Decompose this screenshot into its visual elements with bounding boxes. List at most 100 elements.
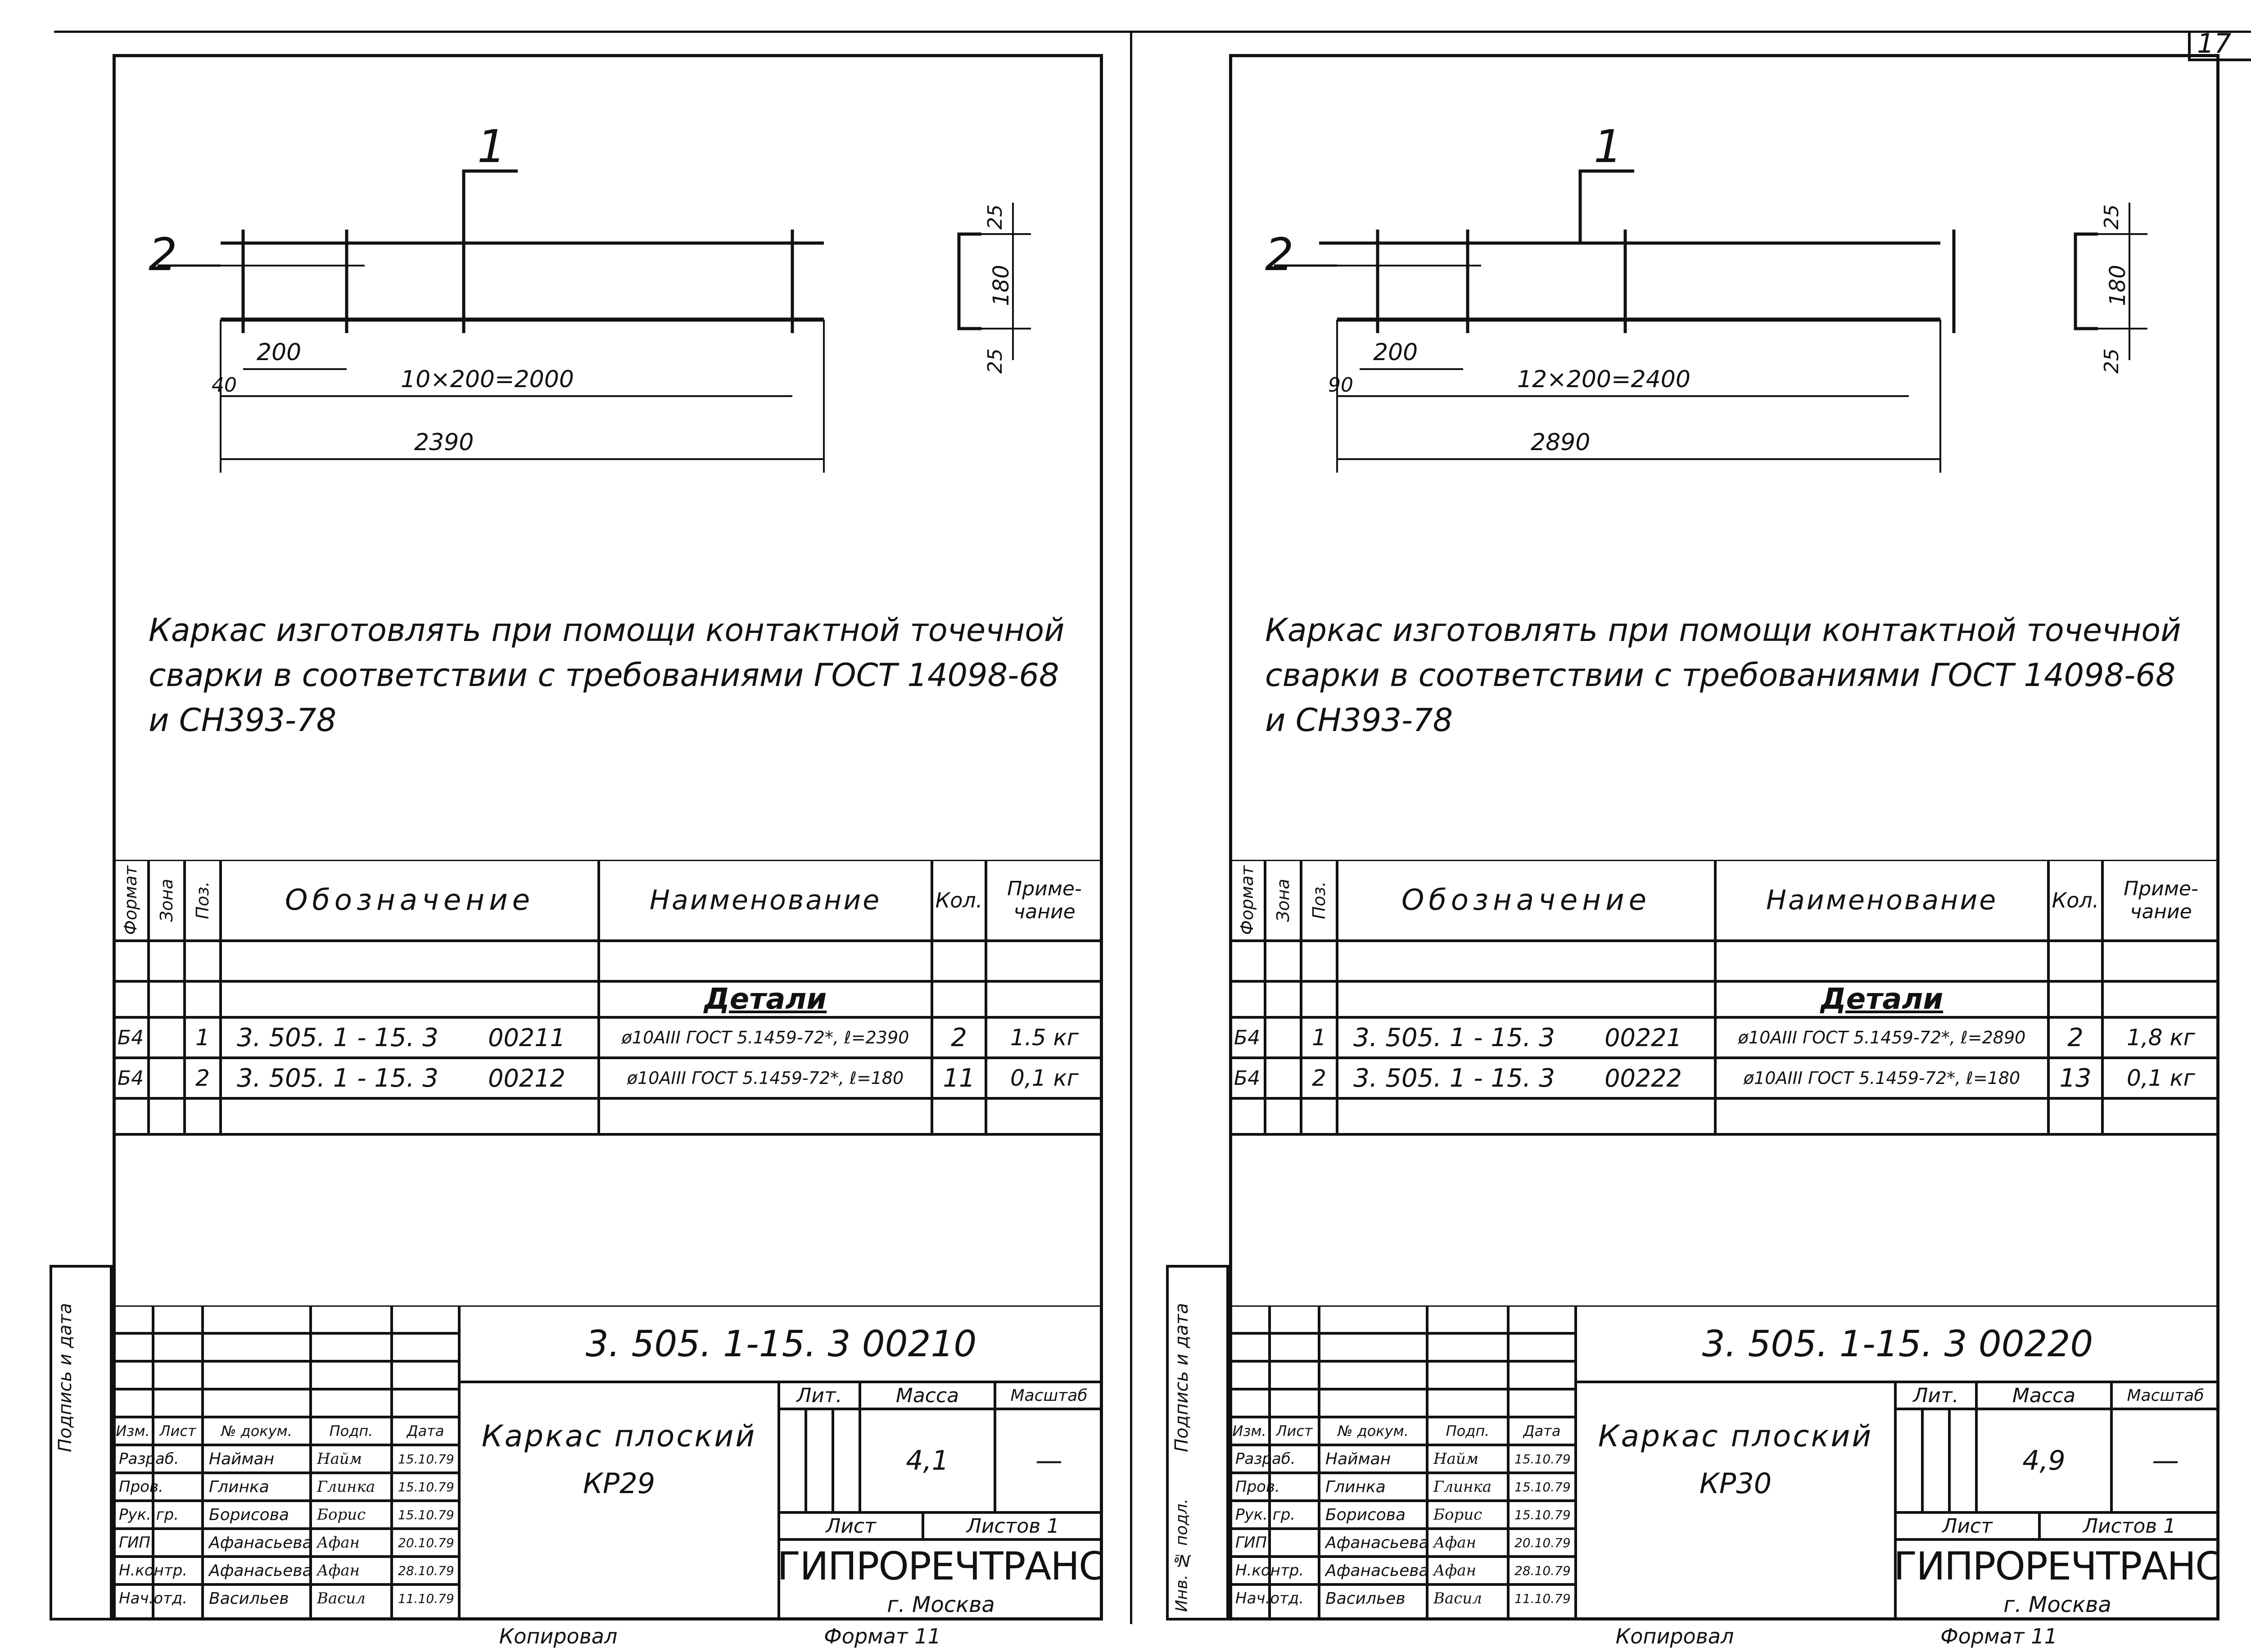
- drawing-title: Каркас плоский: [1598, 1418, 1873, 1453]
- role-date: 15.10.79: [398, 1479, 454, 1494]
- organization-city: г. Москва: [887, 1592, 995, 1617]
- role-label: Рук. гр.: [1235, 1506, 1296, 1524]
- col-header-name: Наименование: [1766, 885, 1998, 916]
- role-date: 15.10.79: [1514, 1479, 1571, 1494]
- organization-name: ГИПРОРЕЧТРАНС: [1895, 1544, 2219, 1589]
- spec-cell-designation: 3. 505. 1 - 15. 3: [237, 1063, 438, 1093]
- role-person-name: Борисова: [1325, 1505, 1406, 1524]
- title-block-col-header: Лист: [1276, 1422, 1313, 1440]
- role-label: ГИП: [1235, 1534, 1267, 1552]
- title-block-grid: [1229, 1305, 2219, 1620]
- title-block-col-header: Изм.: [116, 1422, 150, 1440]
- lit-label: Лит.: [796, 1384, 842, 1407]
- role-signature: Афан: [317, 1534, 360, 1552]
- title-block-col-header: Дата: [407, 1422, 444, 1440]
- spec-section-title: Детали: [704, 983, 827, 1016]
- title-block-col-header: № докум.: [1338, 1422, 1409, 1440]
- title-block-col-header: № докум.: [221, 1422, 292, 1440]
- spec-cell-designation: 3. 505. 1 - 15. 3: [1353, 1023, 1555, 1052]
- spec-cell-pos: 2: [195, 1065, 210, 1091]
- role-person-name: Афанасьева И.: [1325, 1533, 1427, 1552]
- role-signature: Борис: [317, 1506, 366, 1524]
- side-stamp-label: Подпись и дата: [55, 1303, 76, 1452]
- spec-cell-format: Б4: [117, 1066, 144, 1090]
- format-label: Формат 11: [824, 1624, 941, 1648]
- spec-cell-name: ø10AIII ГОСТ 5.1459-72*, ℓ=2890: [1738, 1028, 2026, 1047]
- copied-by-label: Копировал: [1615, 1624, 1734, 1648]
- role-signature: Афан: [317, 1562, 360, 1580]
- role-label: Рук. гр.: [119, 1506, 179, 1524]
- scale-label: Масштаб: [1010, 1386, 1088, 1405]
- role-person-name: Глинка: [1325, 1477, 1386, 1496]
- cage-drawing: 1 2 200 40 10×200=2000 2390 25 180 25: [149, 120, 1031, 473]
- sheet-frame: [113, 54, 1103, 1620]
- role-date: 28.10.79: [1514, 1563, 1571, 1578]
- spec-cell-name: ø10AIII ГОСТ 5.1459-72*, ℓ=180: [627, 1068, 904, 1088]
- role-label: Нач.отд.: [1235, 1589, 1304, 1607]
- spec-section-title: Детали: [1820, 983, 1944, 1016]
- section-stirrup: [957, 232, 981, 330]
- role-signature: Глинка: [1433, 1478, 1492, 1496]
- title-block-col-header: Изм.: [1232, 1422, 1266, 1440]
- spec-cell-name: ø10AIII ГОСТ 5.1459-72*, ℓ=2390: [621, 1028, 909, 1047]
- note-line-2: сварки в соответствии с требованиями ГОС…: [1265, 657, 2176, 739]
- dim-section-top: 25: [984, 204, 1007, 230]
- role-label: Пров.: [1235, 1478, 1280, 1496]
- role-person-name: Борисова: [209, 1505, 289, 1524]
- role-person-name: Глинка: [209, 1477, 269, 1496]
- organization-name: ГИПРОРЕЧТРАНС: [779, 1544, 1103, 1589]
- spec-cell-code: 00211: [488, 1023, 565, 1052]
- welding-note: Каркас изготовлять при помощи контактной…: [149, 608, 1085, 743]
- spec-cell-note: 1,8 кг: [2127, 1025, 2195, 1051]
- role-date: 15.10.79: [1514, 1451, 1571, 1467]
- role-signature: Васил: [317, 1589, 366, 1607]
- dim-section-bottom: 25: [2100, 348, 2123, 374]
- side-stamp-label-2: Инв. № подл.: [1172, 1499, 1191, 1612]
- role-signature: Афан: [1433, 1534, 1477, 1552]
- col-header-zone: Зона: [157, 879, 176, 922]
- col-header-note: Приме-чание: [2124, 877, 2198, 923]
- role-person-name: Васильев: [1325, 1589, 1406, 1608]
- sheet-label: Лист: [1942, 1514, 1993, 1538]
- cage-drawing: 1 2 200 90 12×200=2400 2890 25 180 25: [1265, 120, 2147, 473]
- col-header-qty: Кол.: [2052, 888, 2099, 912]
- col-header-note: Приме-чание: [1007, 877, 1082, 923]
- side-stamp-box: [1166, 1265, 1229, 1620]
- spec-cell-note: 0,1 кг: [2127, 1065, 2195, 1091]
- dim-section-height: 180: [2105, 265, 2130, 306]
- spec-cell-format: Б4: [117, 1026, 144, 1049]
- role-person-name: Афанасьева Н.: [209, 1561, 311, 1580]
- format-label: Формат 11: [1940, 1624, 2057, 1648]
- mass-value: 4,1: [906, 1445, 949, 1476]
- role-label: Н.контр.: [119, 1562, 188, 1580]
- col-header-format: Формат: [1237, 865, 1257, 935]
- role-signature: Васил: [1433, 1589, 1482, 1607]
- pos1-leader: [462, 169, 518, 243]
- spec-cell-code: 00212: [488, 1064, 565, 1092]
- col-header-pos: Поз.: [1309, 881, 1329, 920]
- col-header-name: Наименование: [649, 885, 881, 916]
- role-person-name: Афанасьева Н.: [1325, 1561, 1427, 1580]
- center-divider: [1130, 31, 1132, 1624]
- spec-cell-designation: 3. 505. 1 - 15. 3: [1353, 1063, 1555, 1093]
- spec-cell-qty: 2: [951, 1023, 967, 1052]
- spec-table-grid: [113, 860, 1103, 1136]
- outer-line: [54, 31, 2251, 33]
- title-block-col-header: Лист: [159, 1422, 196, 1440]
- spec-cell-format: Б4: [1234, 1026, 1261, 1049]
- role-label: Разраб.: [119, 1450, 179, 1468]
- drawing-title: Каркас плоский: [481, 1418, 757, 1453]
- dim-section-bottom: 25: [984, 348, 1007, 374]
- drawing-mark: КР30: [1699, 1467, 1772, 1500]
- role-signature: Найм: [1433, 1450, 1479, 1468]
- pos2-label: 2: [149, 228, 177, 281]
- spec-cell-qty: 11: [943, 1063, 975, 1093]
- role-person-name: Найман: [1325, 1449, 1391, 1468]
- spec-cell-format: Б4: [1234, 1066, 1261, 1090]
- spec-cell-code: 00221: [1605, 1023, 1682, 1052]
- role-date: 11.10.79: [398, 1591, 454, 1606]
- drawing-sheet: 1 2 200 40 10×200=2000 2390 25 180 25 Ка…: [50, 54, 1103, 1648]
- spec-cell-pos: 1: [1312, 1025, 1326, 1051]
- document-code: 3. 505. 1-15. 3 00210: [585, 1323, 977, 1365]
- role-person-name: Васильев: [209, 1589, 289, 1608]
